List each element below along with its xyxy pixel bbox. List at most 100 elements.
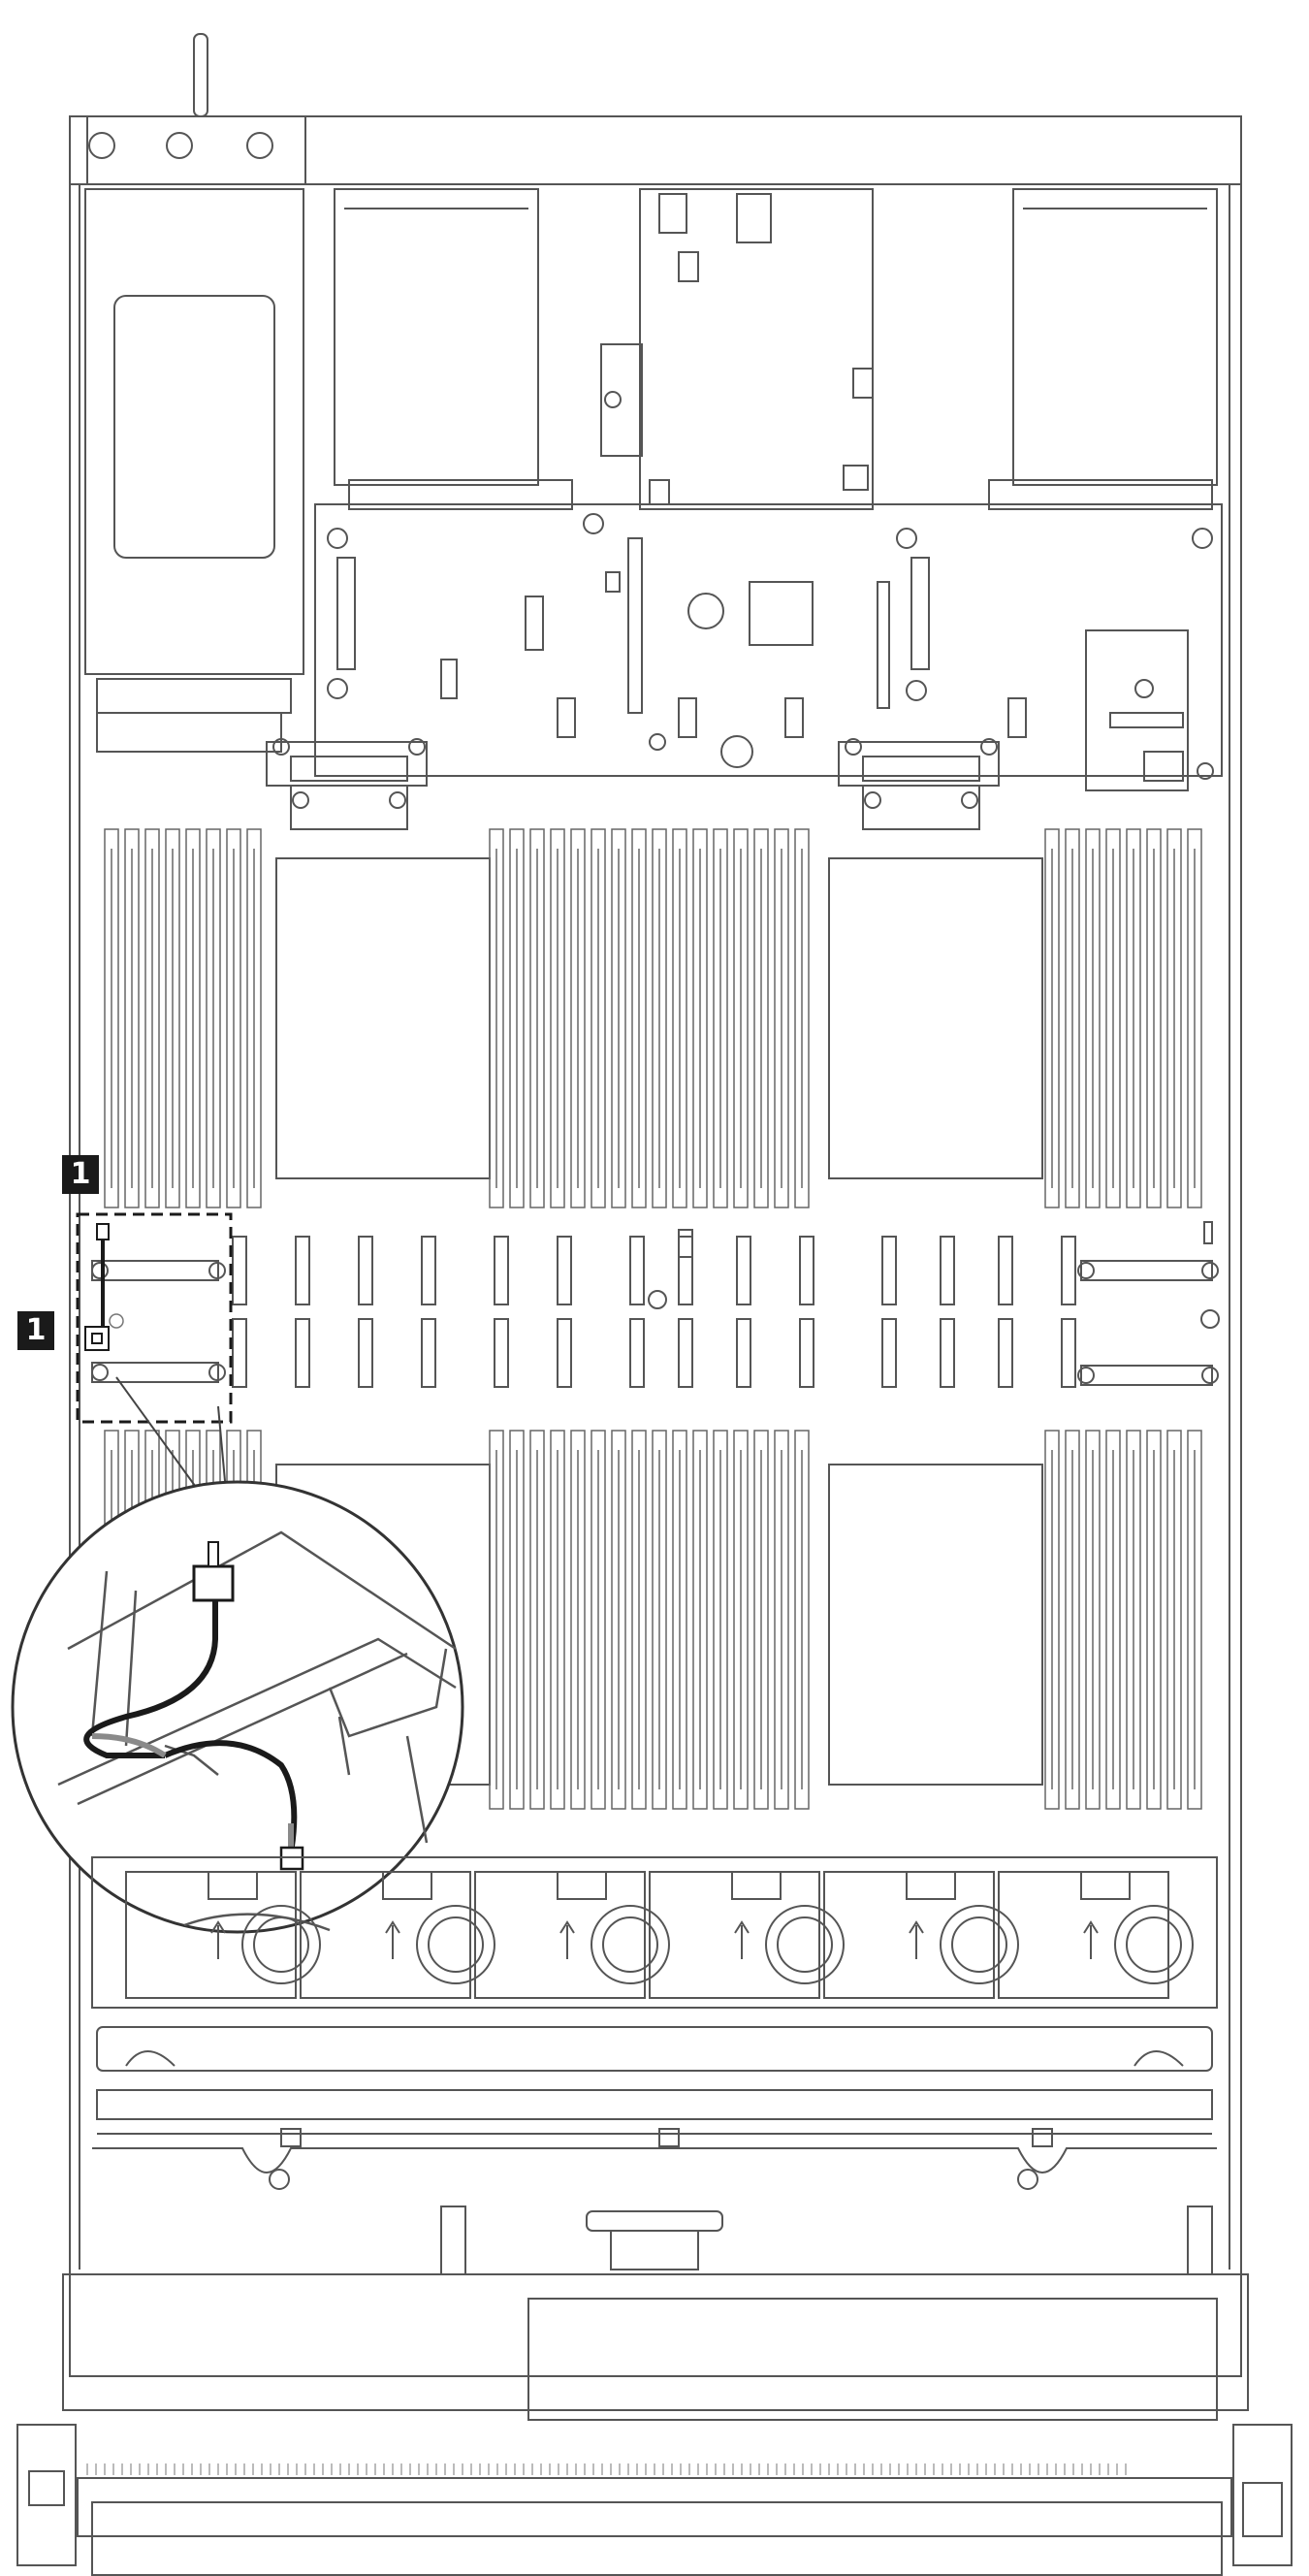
dimm-slot <box>692 828 708 1208</box>
system-board <box>314 503 1223 777</box>
fan-icon <box>998 1871 1169 1999</box>
slot-connector <box>232 1236 247 1305</box>
dimm-slot <box>1166 828 1182 1208</box>
slot-connector <box>629 1236 645 1305</box>
dimm-slot <box>1065 1430 1080 1810</box>
dimm-slot <box>1105 828 1121 1208</box>
dimm-slot <box>1187 1430 1202 1810</box>
cpu1-mount <box>266 738 428 830</box>
slot-connector <box>940 1318 955 1388</box>
dimm-slot <box>509 1430 525 1810</box>
dimm-slot <box>1126 1430 1141 1810</box>
dimm-slot <box>550 1430 565 1810</box>
fan-icon <box>649 1871 820 1999</box>
dimm-slot <box>1085 828 1101 1208</box>
fan-icon <box>474 1871 646 1999</box>
dimm-slot <box>144 828 160 1208</box>
slot-connector <box>295 1236 310 1305</box>
fan-rotor <box>241 1905 321 1984</box>
dimm-slot <box>1146 1430 1162 1810</box>
slot-connector <box>494 1236 509 1305</box>
dimm-slot <box>185 828 201 1208</box>
slot-connector <box>881 1236 897 1305</box>
slot-connector <box>557 1236 572 1305</box>
fan-icon <box>823 1871 995 1999</box>
dimm-slot <box>631 828 647 1208</box>
dimm-slot <box>1105 1430 1121 1810</box>
magnifier-detail-icon <box>11 1376 464 1934</box>
slot-connector <box>358 1236 373 1305</box>
dimm-slot <box>672 828 687 1208</box>
dimm-slot <box>570 1430 586 1810</box>
dimm-slot <box>489 828 504 1208</box>
slot-connector <box>358 1318 373 1388</box>
lower-chassis <box>92 2026 1217 2275</box>
dimm-slot <box>591 828 606 1208</box>
dimm-slot <box>509 828 525 1208</box>
dimm-slot <box>1166 1430 1182 1810</box>
dimm-slot <box>753 828 769 1208</box>
dimm-slot <box>165 828 180 1208</box>
io-board <box>600 188 874 510</box>
slot-connector <box>295 1318 310 1388</box>
fan-rotor <box>765 1905 845 1984</box>
dimm-slot <box>713 828 728 1208</box>
dimm-slot <box>489 1430 504 1810</box>
slot-connector <box>678 1318 693 1388</box>
chassis-frame <box>69 115 1242 2377</box>
fan-row <box>91 1856 1218 2009</box>
slot-connector <box>799 1318 814 1388</box>
slot-connector <box>998 1236 1013 1305</box>
dimm-slot <box>692 1430 708 1810</box>
dimm-slot <box>104 828 119 1208</box>
slot-connector <box>421 1236 436 1305</box>
cable-connector-icon <box>84 1223 124 1351</box>
dimm-slot <box>652 828 667 1208</box>
dimm-slot <box>652 1430 667 1810</box>
dimm-slot <box>206 828 221 1208</box>
slot-connector <box>1061 1236 1076 1305</box>
dimm-slot <box>529 828 545 1208</box>
slot-connector <box>557 1318 572 1388</box>
dimm-slot <box>1044 1430 1060 1810</box>
slot-connector <box>421 1318 436 1388</box>
dimm-slot <box>611 828 626 1208</box>
slot-connector <box>799 1236 814 1305</box>
slot-connector <box>940 1236 955 1305</box>
psu-bay <box>84 115 306 753</box>
fan-rotor <box>940 1905 1019 1984</box>
dimm-slot <box>753 1430 769 1810</box>
dimm-slot <box>794 828 810 1208</box>
cpu4-area <box>828 1464 1043 1786</box>
dimm-slot <box>774 1430 789 1810</box>
top-handle <box>193 33 208 117</box>
slot-connector <box>629 1318 645 1388</box>
fan-rotor <box>1114 1905 1194 1984</box>
middle-connectors <box>232 1221 1220 1388</box>
slot-connector <box>678 1236 693 1305</box>
dimm-slot <box>733 1430 749 1810</box>
slot-connector <box>998 1318 1013 1388</box>
dimm-slot <box>1085 1430 1101 1810</box>
dimm-slot <box>631 1430 647 1810</box>
dimm-slot <box>570 828 586 1208</box>
dimm-slot <box>226 828 241 1208</box>
callout-1-connector: 1 <box>17 1311 54 1350</box>
cable-highlight-area <box>91 1260 226 1383</box>
slot-connector <box>736 1318 751 1388</box>
cpu2-area <box>828 857 1043 1179</box>
dimm-slot <box>794 1430 810 1810</box>
dimm-slot <box>246 828 262 1208</box>
dimm-slot <box>1187 828 1202 1208</box>
riser-right <box>988 188 1218 510</box>
dimm-slot <box>1044 828 1060 1208</box>
dimm-slot <box>1146 828 1162 1208</box>
dimm-slot <box>713 1430 728 1810</box>
dimm-slot <box>529 1430 545 1810</box>
dimm-slot <box>124 828 140 1208</box>
dimm-slot <box>611 1430 626 1810</box>
dimm-slot <box>672 1430 687 1810</box>
dimm-slot <box>1065 828 1080 1208</box>
cpu1-area <box>275 857 491 1179</box>
